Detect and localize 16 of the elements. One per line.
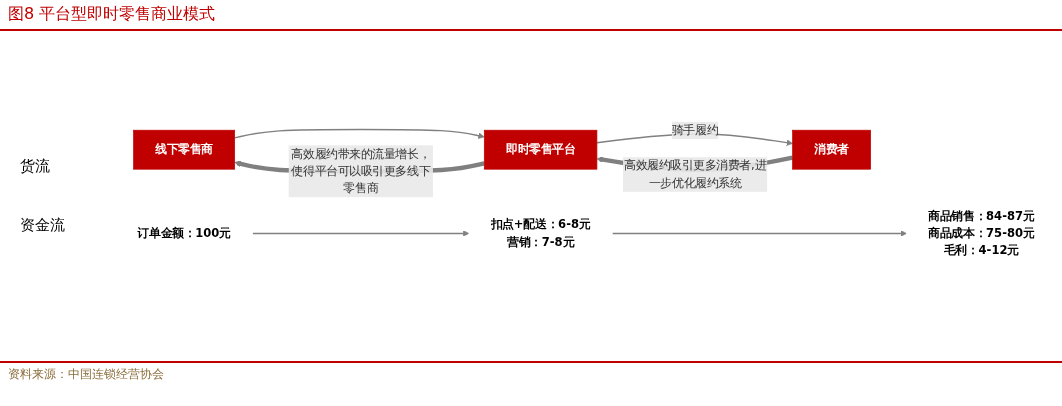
node-box: 线下零售商 (133, 129, 235, 170)
edge-label: 骑手履约 (671, 123, 719, 137)
arrow (251, 230, 470, 237)
row-label: 货流 (20, 157, 51, 176)
node-box: 即时零售平台 (483, 129, 598, 170)
edge-label: 高效履约吸引更多消费者,进一步优化履约系统 (623, 158, 767, 190)
node-text: 订单金额：100元 (137, 226, 231, 240)
node-text: 商品销售：84-87元 商品成本：75-80元 毛利：4-12元 (928, 208, 1035, 258)
node-box: 消费者 (792, 129, 871, 170)
source-caption: 资料来源：中国连锁经营协会 (0, 361, 1062, 386)
arrow (611, 230, 907, 237)
row-label: 资金流 (20, 216, 66, 235)
arrow (233, 128, 485, 139)
edge-label: 高效履约带来的流量增长，使得平台可以吸引更多线下零售商 (291, 146, 431, 196)
node-text: 扣点+配送：6-8元 营销：7-8元 (490, 217, 591, 249)
figure-title: 图8 平台型即时零售商业模式 (0, 0, 1062, 31)
